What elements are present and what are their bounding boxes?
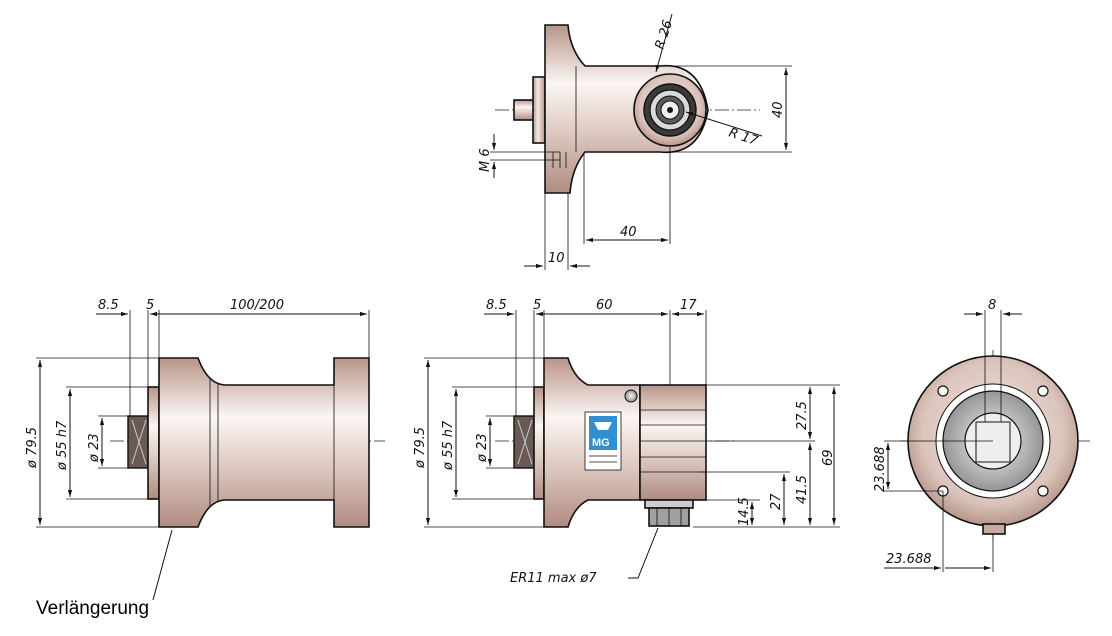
dim-dia-55-h7: ø 55 h7: [441, 420, 456, 471]
dim-41-5: 41.5: [795, 475, 810, 504]
dim-27: 27: [769, 493, 784, 510]
shaft-flat: [975, 421, 1011, 463]
dim-17: 17: [680, 298, 697, 313]
dim-dia-79-5: ø 79.5: [25, 427, 40, 469]
dim-dia-23: ø 23: [475, 433, 490, 463]
grease-nipple: [982, 523, 1006, 535]
right-view: 8 23.688 23.688: [873, 298, 1090, 572]
dim-8: 8: [988, 298, 996, 313]
left-view: 8.5 5 100/200 ø 79.5 ø 55 h7 ø 23 Verlän…: [25, 298, 385, 619]
dim-40-horizontal: 40: [620, 225, 637, 240]
label-logo-area: [589, 416, 617, 450]
label-verlaengerung: Verlängerung: [36, 598, 149, 619]
dim-r26: R 26: [653, 18, 676, 51]
label-logo-text: MG: [592, 437, 610, 449]
dim-5: 5: [533, 298, 541, 313]
pilot: [147, 386, 160, 500]
dim-5: 5: [146, 298, 154, 313]
dim-27-5: 27.5: [795, 401, 810, 430]
dim-8-5: 8.5: [486, 298, 507, 313]
collet-nut-upper: [644, 499, 694, 509]
dim-8-5: 8.5: [98, 298, 119, 313]
collet-spec: ER11 max ø7: [510, 571, 597, 586]
dim-40-vertical: 40: [771, 101, 786, 118]
pilot: [532, 76, 546, 144]
dim-100-200: 100/200: [230, 298, 284, 313]
grease-nipple: [624, 389, 638, 403]
dim-r17: R 17: [727, 126, 761, 150]
dim-dia-23: ø 23: [87, 433, 102, 463]
extension-body: [158, 357, 370, 528]
housing-top: [544, 24, 709, 194]
dim-dia-55-h7: ø 55 h7: [55, 420, 70, 471]
dim-dia-79-5: ø 79.5: [413, 427, 428, 469]
dim-23-688-horizontal: 23.688: [886, 552, 932, 567]
mounting-hole: [937, 385, 949, 397]
mounting-hole: [1037, 385, 1049, 397]
dim-m6: M 6: [478, 148, 493, 172]
dim-60: 60: [596, 298, 613, 313]
middle-view: MG 8.5 5 60 17 ø 79.5 ø 55 h7 ø 23: [413, 298, 840, 586]
mounting-hole: [1037, 485, 1049, 497]
dim-10: 10: [548, 251, 565, 266]
pilot: [533, 386, 545, 500]
top-view: R 26 R 17 40 M 6 40 10: [478, 13, 792, 270]
spindle-head: [639, 384, 707, 501]
dim-14-5: 14.5: [737, 497, 752, 526]
dim-23-688-vertical: 23.688: [873, 447, 888, 493]
dim-69: 69: [821, 449, 836, 466]
